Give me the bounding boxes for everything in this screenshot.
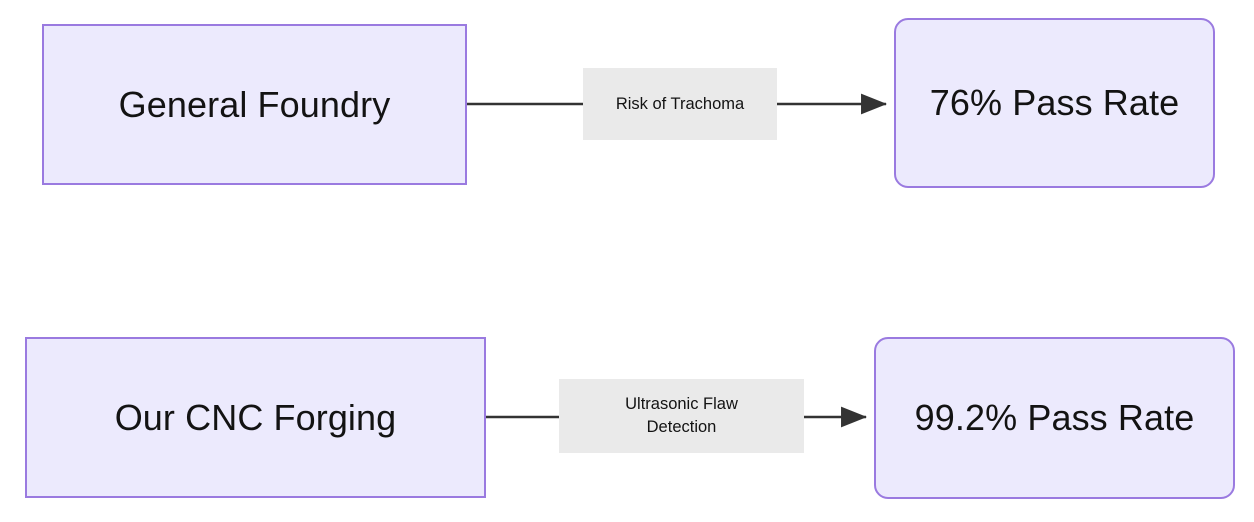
edge-label-ultrasonic-flaw-detection-line-2: Detection (646, 418, 717, 436)
node-pass-rate-99-2-label: 99.2% Pass Rate (914, 397, 1195, 439)
edge-label-ultrasonic-flaw-detection-line-1: Ultrasonic Flaw (625, 395, 738, 414)
node-general-foundry[interactable]: General Foundry (42, 24, 467, 185)
edge-label-ultrasonic-flaw-detection: Ultrasonic Flaw Detection (559, 379, 804, 453)
edge-label-risk-of-trachoma-line-1: Risk of Trachoma (615, 94, 745, 113)
edge-label-risk-of-trachoma: Risk of Trachoma (583, 68, 777, 140)
node-pass-rate-76[interactable]: 76% Pass Rate (894, 18, 1215, 188)
node-pass-rate-76-label: 76% Pass Rate (929, 82, 1180, 124)
node-pass-rate-99-2[interactable]: 99.2% Pass Rate (874, 337, 1235, 499)
node-our-cnc-forging-label: Our CNC Forging (114, 396, 397, 438)
node-general-foundry-label: General Foundry (118, 83, 391, 125)
node-our-cnc-forging[interactable]: Our CNC Forging (25, 337, 486, 498)
